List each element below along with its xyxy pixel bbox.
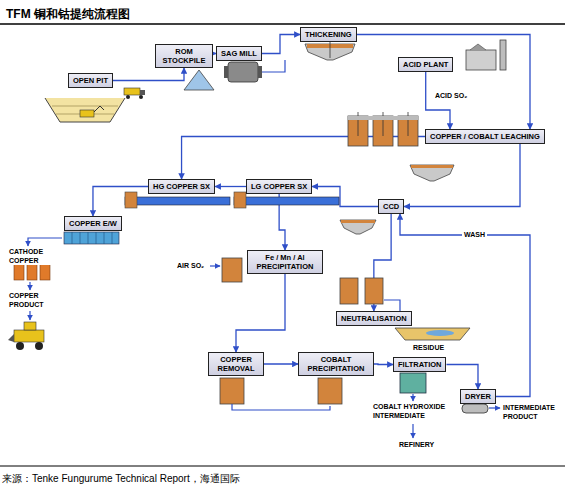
process-box: COPPER / COBALT LEACHING — [425, 129, 545, 144]
process-box: THICKENING — [300, 27, 357, 42]
box-label: THICKENING — [305, 30, 352, 39]
flow-label: CATHODE COPPER — [8, 248, 56, 265]
box-label: SAG MILL — [221, 49, 257, 58]
process-box: OPEN PIT — [68, 73, 113, 88]
process-box: DRYER — [460, 389, 496, 404]
box-label: ACID PLANT — [403, 60, 448, 69]
process-box: ACID PLANT — [398, 57, 453, 72]
box-label: OPEN PIT — [73, 76, 108, 85]
copper-removal-tank-icon — [220, 378, 244, 404]
process-box: COPPER REMOVAL — [208, 352, 264, 376]
process-box: CCD — [378, 199, 404, 214]
box-label: ROM STOCKPILE — [160, 47, 208, 65]
box-label: DRYER — [465, 392, 491, 401]
box-label: Fe / Mn / Al PRECIPITATION — [252, 253, 318, 271]
process-box: COPPER E/W — [64, 216, 122, 231]
process-box: NEUTRALISATION — [336, 311, 412, 326]
flow-label: AIR SO₂ — [176, 262, 205, 271]
cobalt-tank-icon — [318, 378, 342, 404]
sx-settlers-icon — [125, 192, 339, 208]
open-pit-icon — [45, 98, 125, 122]
flow-arrow — [374, 363, 393, 365]
box-label: FILTRATION — [398, 360, 441, 369]
ccd-thickeners-icon — [340, 165, 454, 234]
box-label: HG COPPER SX — [153, 182, 210, 191]
process-box: LG COPPER SX — [246, 179, 312, 194]
loader-icon — [8, 322, 44, 350]
process-box: COBALT PRECIPITATION — [298, 352, 374, 376]
flow-arrow — [236, 274, 285, 352]
box-label: COBALT PRECIPITATION — [303, 355, 369, 373]
flow-arrow — [426, 72, 450, 129]
flow-arrow — [404, 144, 520, 207]
flow-label: COPPER PRODUCT — [8, 292, 56, 309]
stockpile-icon — [184, 70, 214, 90]
box-label: LG COPPER SX — [251, 182, 307, 191]
box-label: COPPER E/W — [69, 219, 117, 228]
flow-label: REFINERY — [398, 441, 435, 450]
box-label: NEUTRALISATION — [341, 314, 407, 323]
cathode-copper-icon — [14, 264, 50, 280]
sag-mill-icon — [224, 60, 285, 82]
residue-pond-icon — [395, 328, 470, 340]
flow-arrow — [264, 363, 298, 364]
chart-title: TFM 铜和钴提纯流程图 — [6, 6, 130, 23]
process-box: ROM STOCKPILE — [155, 44, 213, 68]
box-label: COPPER / COBALT LEACHING — [430, 132, 540, 141]
flow-arrow — [262, 35, 300, 54]
source-caption: 来源：Tenke Fungurume Technical Report，海通国际 — [2, 472, 240, 486]
box-label: COPPER REMOVAL — [213, 355, 259, 373]
leach-tanks-icon — [348, 112, 418, 146]
flow-leader — [28, 238, 500, 438]
haul-truck-icon — [124, 88, 145, 99]
acid-plant-icon — [466, 40, 506, 70]
process-box: FILTRATION — [393, 357, 446, 372]
edge-label: WASH — [462, 231, 487, 240]
flow-label: INTERMEDIATE PRODUCT — [502, 404, 560, 421]
filter-press-icon — [400, 373, 426, 393]
flow-arrow — [215, 186, 246, 187]
process-box: Fe / Mn / Al PRECIPITATION — [247, 250, 323, 274]
dryer-icon — [462, 404, 488, 413]
flow-arrow — [113, 68, 184, 81]
precipitation-tank-icon — [222, 258, 242, 282]
electrowinning-icon — [64, 232, 119, 244]
process-box: SAG MILL — [216, 46, 262, 61]
flow-arrow — [446, 365, 478, 390]
flow-label: COBALT HYDROXIDE INTERMEDIATE — [372, 403, 458, 420]
neutralisation-tanks-icon — [340, 278, 383, 304]
flow-label: ACID SO₂ — [434, 92, 468, 101]
caption-rule — [0, 466, 565, 467]
title-rule — [0, 23, 565, 25]
flow-label: RESIDUE — [412, 344, 445, 353]
process-box: HG COPPER SX — [148, 179, 215, 194]
box-label: CCD — [383, 202, 399, 211]
